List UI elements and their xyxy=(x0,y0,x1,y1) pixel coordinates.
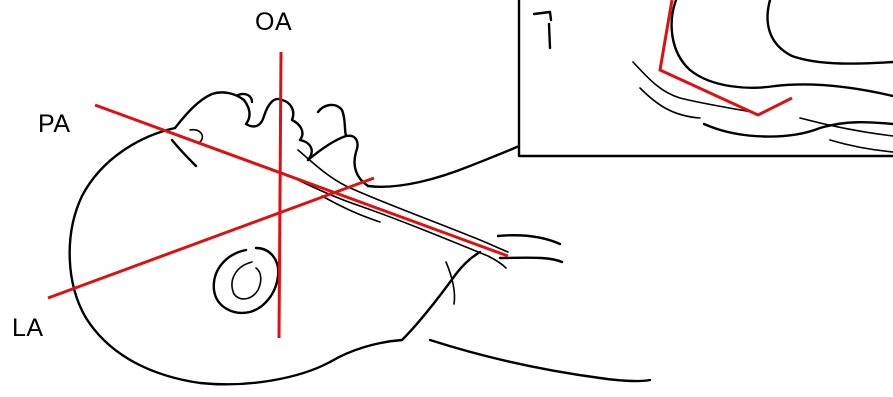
ear-inner xyxy=(232,262,261,299)
neck-front-outline xyxy=(368,146,519,187)
pharyngeal-axis-label: PA xyxy=(38,112,71,137)
neck-back-outline xyxy=(330,252,480,362)
shoulder-outline xyxy=(430,340,650,381)
inset-bracket-mark xyxy=(534,12,551,48)
airway-line-lower xyxy=(290,176,506,268)
inset-airway-upper xyxy=(768,0,893,64)
neck-collar-lower xyxy=(500,258,562,262)
inset-airway-outer xyxy=(672,0,893,96)
skull-outline xyxy=(70,128,330,384)
forehead-outline xyxy=(175,92,244,128)
inset-trachea-1 xyxy=(800,118,893,136)
inset-border xyxy=(519,0,893,156)
inset-panel xyxy=(519,0,893,156)
laryngeal-axis-line xyxy=(48,178,374,298)
inset-airway-lower xyxy=(704,122,893,136)
laryngeal-axis-label: LA xyxy=(12,316,44,341)
ear xyxy=(214,248,278,313)
eye-line xyxy=(172,140,196,166)
inset-trachea-2 xyxy=(830,140,893,152)
neck-collar-upper xyxy=(498,235,560,244)
nose-outline xyxy=(244,99,282,126)
head-outline xyxy=(70,92,650,384)
jaw-outline xyxy=(318,105,346,136)
airway-line-upper xyxy=(298,150,508,252)
ear-outer xyxy=(214,248,278,313)
oral-axis-label: OA xyxy=(255,10,292,35)
oral-axis-line xyxy=(279,52,281,338)
chin-outline xyxy=(308,136,368,186)
mouth-outline xyxy=(282,100,312,160)
inset-airway-curve-2 xyxy=(640,88,700,118)
